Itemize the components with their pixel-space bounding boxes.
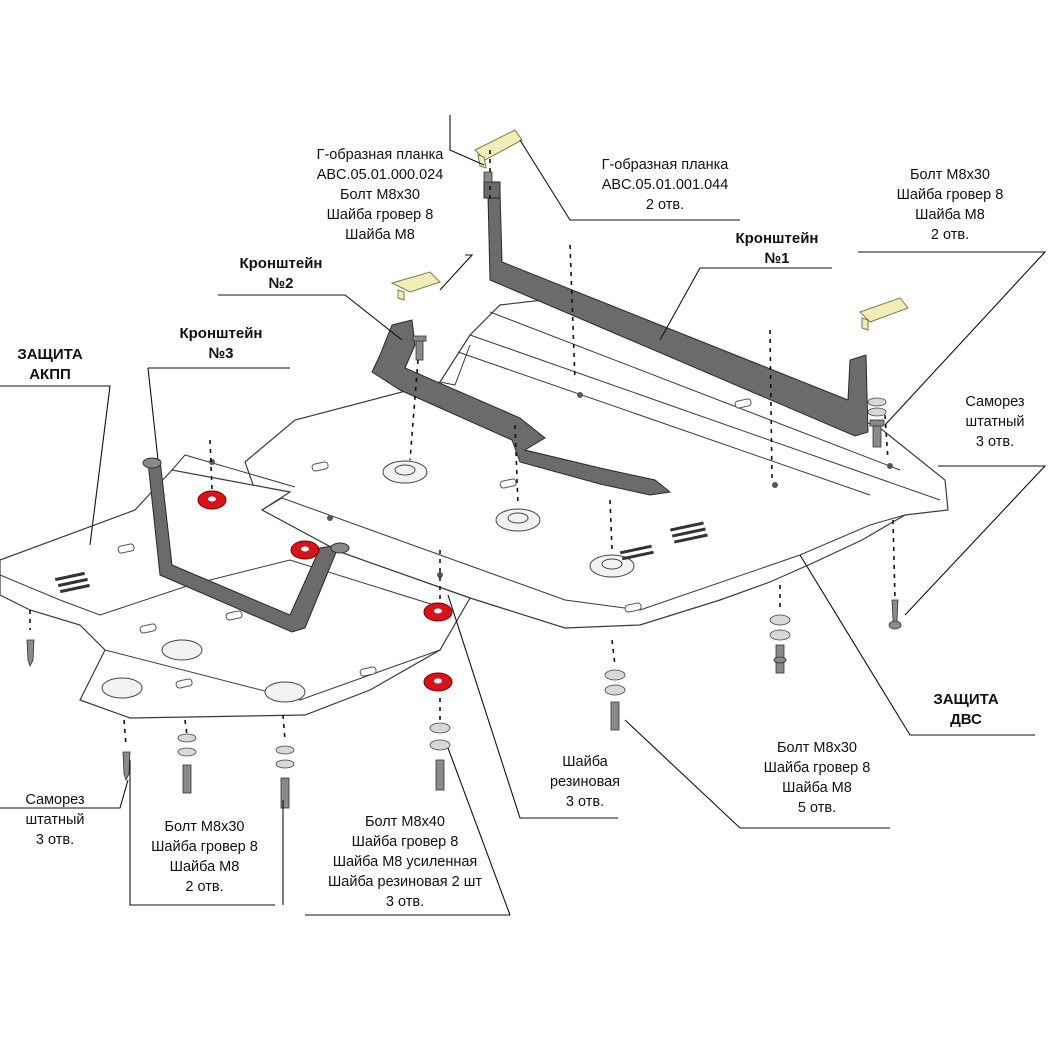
label-bolt-5otv: Болт М8х30 Шайба гровер 8 Шайба М8 5 отв…	[742, 738, 892, 818]
label-g-planka-024-line5: Шайба М8	[345, 227, 415, 243]
label-bolt-2otv: Болт М8х30 Шайба гровер 8 Шайба М8 2 отв…	[132, 817, 277, 897]
label-samorez-left: Саморез штатный 3 отв.	[5, 790, 105, 850]
label-g-planka-044: Г-образная планка ABC.05.01.001.044 2 от…	[580, 155, 750, 215]
label-bolt-5otv-line4: 5 отв.	[797, 800, 837, 816]
label-kronshtein-2-line1: Кронштейн	[239, 255, 323, 272]
label-shaiba-rezinovaya-line1: Шайба	[562, 754, 608, 770]
label-bolt-2otv-line3: Шайба М8	[169, 859, 240, 875]
label-g-planka-024-line2: ABC.05.01.000.024	[316, 167, 444, 183]
label-g-planka-044-line2: ABC.05.01.001.044	[601, 177, 729, 193]
label-g-planka-024: Г-образная планка ABC.05.01.000.024 Болт…	[295, 145, 465, 245]
label-shaiba-rezinovaya-line2: резиновая	[549, 774, 621, 790]
bracket-2	[371, 319, 672, 496]
label-samorez-right: Саморез штатный 3 отв.	[945, 392, 1045, 452]
label-bolt-5otv-line1: Болт М8х30	[777, 740, 857, 756]
label-zashchita-dvs-line1: ЗАЩИТА	[933, 691, 999, 708]
label-kronshtein-1: Кронштейн №1	[722, 229, 832, 269]
label-samorez-left-line3: 3 отв.	[35, 832, 75, 848]
label-bolt-2otv-line1: Болт М8х30	[164, 819, 245, 835]
label-samorez-right-line1: Саморез	[965, 394, 1025, 410]
label-bolt-right-top-line2: Шайба гровер 8	[896, 187, 1004, 203]
label-samorez-right-line3: 3 отв.	[975, 434, 1015, 450]
label-bolt-2otv-line2: Шайба гровер 8	[151, 839, 258, 855]
label-bolt-m8x40-line5: 3 отв.	[385, 894, 425, 910]
label-samorez-left-line1: Саморез	[25, 792, 85, 808]
label-zashchita-dvs: ЗАЩИТА ДВС	[926, 690, 1006, 730]
label-bolt-m8x40-line1: Болт М8х40	[365, 814, 445, 830]
label-samorez-left-line2: штатный	[25, 812, 85, 828]
label-bolt-m8x40-line3: Шайба М8 усиленная	[332, 854, 478, 870]
label-zashchita-akpp-line2: АКПП	[29, 366, 71, 383]
label-bolt-right-top-line1: Болт М8х30	[910, 167, 990, 183]
label-g-planka-024-line4: Шайба гровер 8	[326, 207, 434, 223]
label-zashchita-dvs-line2: ДВС	[950, 711, 982, 728]
label-kronshtein-2-line2: №2	[268, 275, 294, 292]
label-g-planka-044-line3: 2 отв.	[645, 197, 685, 213]
label-zashchita-akpp-line1: ЗАЩИТА	[17, 346, 83, 363]
l-plank-044-a	[474, 129, 523, 169]
label-bolt-right-top-line3: Шайба М8	[915, 207, 985, 223]
l-plank-024	[390, 271, 441, 301]
label-kronshtein-3: Кронштейн №3	[166, 324, 276, 364]
label-kronshtein-3-line1: Кронштейн	[179, 325, 263, 342]
label-bolt-m8x40: Болт М8х40 Шайба гровер 8 Шайба М8 усиле…	[305, 812, 505, 912]
label-samorez-right-line2: штатный	[965, 414, 1025, 430]
label-shaiba-rezinovaya-line3: 3 отв.	[565, 794, 605, 810]
label-bolt-m8x40-line4: Шайба резиновая 2 шт	[328, 874, 482, 890]
label-kronshtein-1-line1: Кронштейн	[735, 230, 819, 247]
label-bolt-right-top-line4: 2 отв.	[930, 227, 970, 243]
rubber-washers	[197, 490, 453, 692]
label-bolt-5otv-line3: Шайба М8	[782, 780, 852, 796]
bracket-3	[142, 457, 350, 633]
label-kronshtein-1-line2: №1	[764, 250, 790, 267]
label-bolt-right-top: Болт М8х30 Шайба гровер 8 Шайба М8 2 отв…	[875, 165, 1025, 245]
label-shaiba-rezinovaya: Шайба резиновая 3 отв.	[530, 752, 640, 812]
label-g-planka-044-line1: Г-образная планка	[601, 157, 729, 173]
label-bolt-m8x40-line2: Шайба гровер 8	[351, 834, 459, 850]
label-bolt-2otv-line4: 2 отв.	[185, 879, 224, 895]
fasteners	[26, 171, 902, 809]
label-g-planka-024-line1: Г-образная планка	[316, 147, 444, 163]
l-plank-044-b	[859, 297, 909, 331]
label-g-planka-024-line3: Болт М8х30	[340, 187, 420, 203]
assembly-axes	[29, 150, 896, 746]
label-zashchita-akpp: ЗАЩИТА АКПП	[10, 345, 90, 385]
label-bolt-5otv-line2: Шайба гровер 8	[763, 760, 871, 776]
leader-lines	[0, 115, 1047, 916]
bracket-1	[483, 181, 869, 437]
label-kronshtein-3-line2: №3	[208, 345, 234, 362]
label-kronshtein-2: Кронштейн №2	[226, 254, 336, 294]
